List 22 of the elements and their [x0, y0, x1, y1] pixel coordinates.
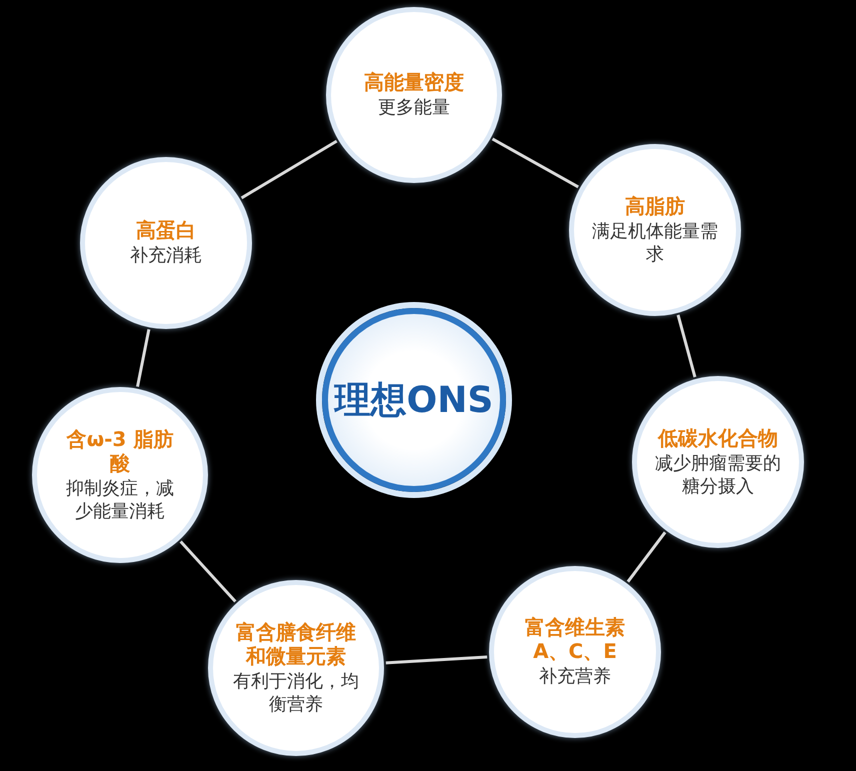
- connector-line: [492, 138, 579, 188]
- connector-line: [626, 531, 666, 583]
- feature-title: 富含维生素A、C、E: [524, 615, 626, 664]
- feature-description: 补充消耗: [129, 244, 203, 268]
- feature-title: 含ω-3 脂肪酸: [65, 426, 174, 475]
- center-title: 理想ONS: [332, 378, 494, 422]
- connector-line: [386, 656, 488, 664]
- feature-title: 高蛋白: [135, 218, 197, 242]
- feature-description: 抑制炎症，减少能量消耗: [65, 476, 175, 524]
- connector-line: [136, 329, 150, 388]
- connector-line: [676, 314, 696, 378]
- feature-description: 有利于消化，均衡营养: [232, 670, 360, 716]
- feature-title: 富含膳食纤维和微量元素: [235, 620, 357, 668]
- feature-description: 更多能量: [377, 96, 451, 120]
- connector-line: [240, 140, 338, 200]
- feature-description: 减少肿瘤需要的糖分摄入: [654, 452, 782, 498]
- feature-title: 高脂肪: [624, 194, 686, 218]
- feature-description: 补充营养: [538, 665, 612, 689]
- feature-title: 低碳水化合物: [656, 426, 779, 450]
- feature-description: 满足机体能量需求: [591, 220, 719, 266]
- feature-title: 高能量密度: [363, 70, 465, 94]
- connector-line: [180, 540, 236, 603]
